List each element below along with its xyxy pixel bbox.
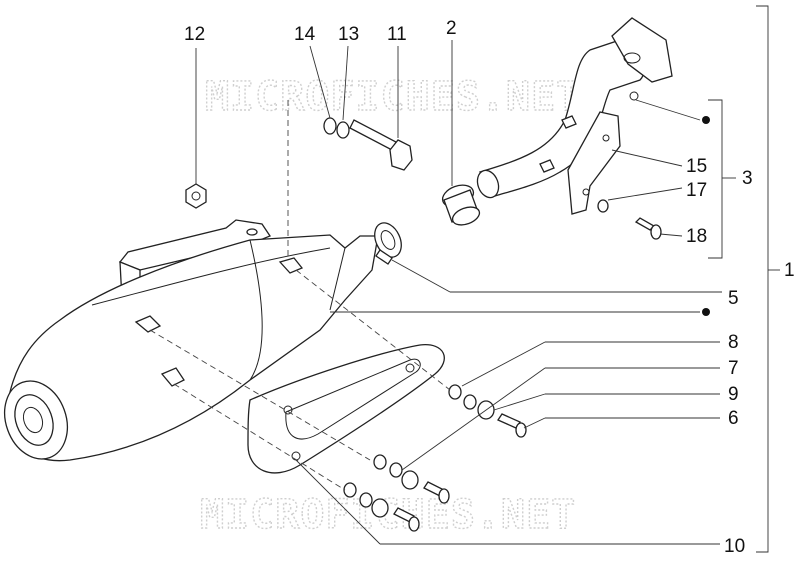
callout-1: 1 [784, 260, 795, 281]
watermark-bottom: MICROFICHES.NET [200, 492, 576, 538]
muffler [4, 219, 402, 462]
heat-shield [247, 344, 445, 474]
callout-15: 15 [686, 156, 707, 177]
callout-14: 14 [294, 24, 316, 45]
callout-7: 7 [728, 358, 739, 379]
callout-5: 5 [728, 288, 739, 309]
callout-3: 3 [742, 168, 753, 189]
exhaust-pipe [441, 17, 673, 226]
callout-11: 11 [387, 24, 407, 45]
reference-dot-upper [702, 116, 710, 124]
watermark-top: MICROFICHES.NET [205, 74, 581, 120]
assembly-lines [149, 100, 451, 491]
callout-18: 18 [686, 226, 707, 247]
callout-17: 17 [686, 180, 707, 201]
reference-dot-lower [702, 308, 710, 316]
bracket-group-3 [708, 99, 736, 259]
callout-2: 2 [446, 18, 457, 39]
callout-labels: 12 14 13 11 2 15 3 17 18 1 5 8 7 9 6 10 [184, 18, 795, 557]
callout-13: 13 [338, 24, 359, 45]
callout-9: 9 [728, 384, 739, 405]
bracket-group-1 [756, 5, 780, 553]
callout-8: 8 [728, 332, 739, 353]
leader-lines [195, 40, 722, 545]
hardware [185, 117, 662, 532]
callout-10: 10 [724, 536, 745, 557]
callout-12: 12 [184, 24, 205, 45]
callout-6: 6 [728, 408, 739, 429]
